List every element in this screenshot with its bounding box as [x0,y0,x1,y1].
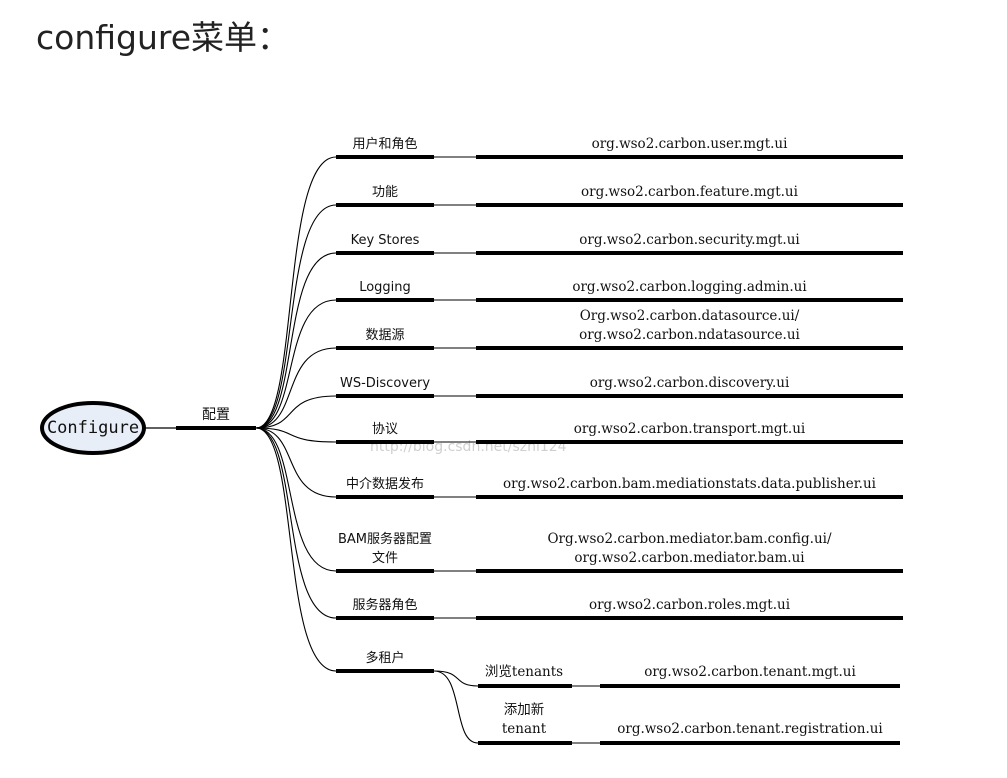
connector-curve [255,395,337,429]
page-title: configure菜单： [36,18,291,57]
branch-7[interactable]: 中介数据发布 org.wso2.carbon.bam.mediationstats… [336,476,903,499]
package-name: org.wso2.carbon.logging.admin.ui [572,279,807,295]
connector-curve [255,299,337,429]
connector-curve [255,347,337,429]
package-name: org.wso2.carbon.bam.mediationstats.data.… [503,476,877,492]
connector-curve [255,156,337,429]
tenant-branch-0[interactable]: 浏览tenants org.wso2.carbon.tenant.mgt.ui [478,664,900,688]
package-name: Org.wso2.carbon.mediator.bam.config.ui/ [547,531,831,547]
package-name: org.wso2.carbon.discovery.ui [590,375,790,391]
branch-label: 添加新 [504,702,545,718]
branch-5[interactable]: WS-Discovery org.wso2.carbon.discovery.ui [336,375,903,398]
branch-6[interactable]: 协议 org.wso2.carbon.transport.mgt.ui [336,421,903,444]
connector-curve [255,427,337,572]
branch-label: 数据源 [365,328,404,343]
branch-label: Key Stores [351,233,420,248]
package-name: org.wso2.carbon.feature.mgt.ui [581,184,799,200]
branch-1[interactable]: 功能 org.wso2.carbon.feature.mgt.ui [336,184,903,207]
branch-label: 多租户 [365,650,404,666]
connector-curve [433,670,479,744]
hub-node-label: 配置 [202,407,230,423]
connector-curve [255,252,337,429]
branch-label: WS-Discovery [340,376,430,391]
branch-10[interactable]: 多租户 [336,650,434,673]
branch-3[interactable]: Logging org.wso2.carbon.logging.admin.ui [336,279,903,302]
connector-lines [255,156,479,744]
package-name: org.wso2.carbon.transport.mgt.ui [574,421,806,437]
branch-label: 协议 [372,422,398,437]
root-node-label: Configure [47,418,139,438]
package-name: org.wso2.carbon.ndatasource.ui [579,327,800,343]
package-name: Org.wso2.carbon.datasource.ui/ [580,308,800,324]
package-name: org.wso2.carbon.user.mgt.ui [592,136,789,152]
connector-curve [255,204,337,429]
branch-label: 用户和角色 [352,136,417,152]
branch-label: Logging [359,280,411,295]
connector-curve [255,427,337,498]
package-name: org.wso2.carbon.security.mgt.ui [579,232,800,248]
branch-9[interactable]: 服务器角色 org.wso2.carbon.roles.mgt.ui [336,597,903,620]
connector-curve [433,670,479,687]
connector-curve [255,427,337,443]
package-name: org.wso2.carbon.mediator.bam.ui [574,550,805,566]
package-name: org.wso2.carbon.roles.mgt.ui [589,597,791,613]
connector-curve [255,427,337,672]
branch-label: 服务器角色 [352,597,417,613]
package-name: org.wso2.carbon.tenant.registration.ui [617,721,883,737]
branch-0[interactable]: 用户和角色 org.wso2.carbon.user.mgt.ui [336,136,903,159]
branch-2[interactable]: Key Stores org.wso2.carbon.security.mgt.u… [336,232,903,255]
branch-label: 功能 [372,185,398,200]
branch-label: 浏览tenants [485,664,563,680]
branch-label: tenant [502,721,547,737]
branch-label: 文件 [372,551,398,566]
branch-label: 中介数据发布 [346,476,424,492]
package-name: org.wso2.carbon.tenant.mgt.ui [644,664,856,680]
branch-label: BAM服务器配置 [338,531,432,547]
connector-curve [255,427,337,619]
branch-4[interactable]: 数据源 Org.wso2.carbon.datasource.ui/org.wso… [336,308,903,350]
tenant-branch-1[interactable]: 添加新 tenant org.wso2.carbon.tenant.registra… [478,702,900,745]
